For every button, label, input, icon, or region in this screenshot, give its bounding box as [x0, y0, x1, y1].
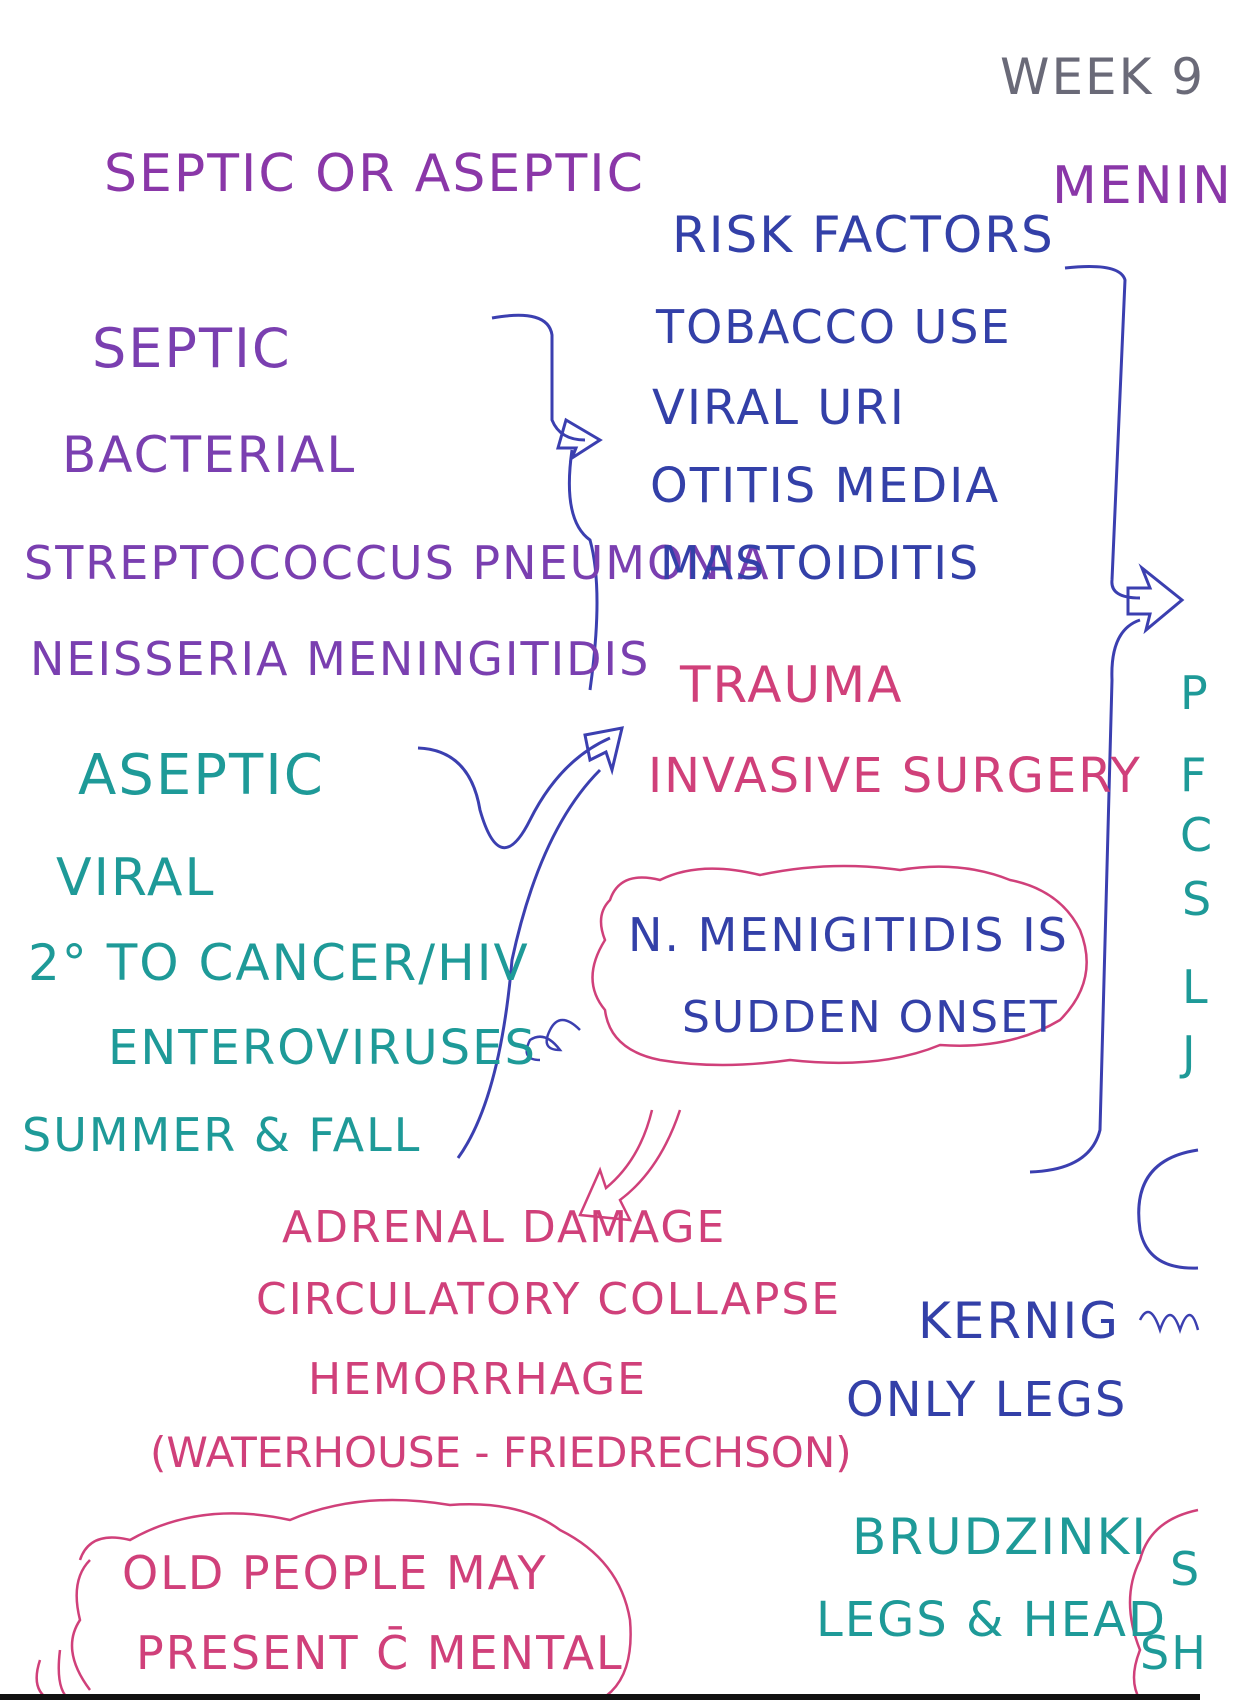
topic-title-partial: MENIN [1052, 156, 1233, 216]
cut-letter-6: J [1182, 1026, 1198, 1080]
aseptic-heading: ASEPTIC [78, 743, 325, 808]
septic-brace [567, 449, 599, 691]
right-cloud-edge [1137, 1148, 1199, 1270]
septic-bracket [491, 313, 586, 442]
bottom-border [0, 1694, 1200, 1700]
old-people-line-2: PRESENT C̄ MENTAL [136, 1626, 624, 1680]
right-bracket [1064, 265, 1141, 600]
kernig-squiggle [1138, 1310, 1200, 1334]
right-bracket-lower [1029, 618, 1141, 1174]
septic-arrow-head [556, 417, 603, 462]
ink-layer [35, 265, 1200, 1700]
complication-circulatory: CIRCULATORY COLLAPSE [256, 1274, 842, 1325]
risk-factors-title: RISK FACTORS [672, 206, 1055, 264]
old-people-cloud-tail [35, 1649, 71, 1700]
complication-adrenal: ADRENAL DAMAGE [282, 1202, 727, 1253]
cut-letter-5: L [1182, 960, 1210, 1014]
cloud-note-line-1: N. MENIGITIDIS IS [628, 908, 1069, 962]
cut-letter-4: S [1182, 872, 1214, 926]
cut-letter-2: F [1180, 748, 1209, 802]
cut-letter-1: P [1180, 666, 1210, 720]
cut-note-line-1: S [1170, 1542, 1202, 1596]
aseptic-item-enteroviruses: ENTEROVIRUSES [108, 1020, 537, 1076]
risk-item-mastoiditis: MASTOIDITIS [660, 536, 981, 590]
aseptic-curve [417, 736, 611, 850]
old-people-cloud [78, 1498, 632, 1700]
aseptic-arrow-head [583, 726, 624, 776]
complication-hemorrhage: HEMORRHAGE [308, 1354, 647, 1405]
aseptic-brace [456, 768, 602, 1159]
septic-item-streptococcus: STREPTOCOCCUS PNEUMONIA [24, 536, 771, 590]
complication-waterhouse: (WATERHOUSE - FRIEDRECHSON) [150, 1428, 852, 1477]
cut-note-line-2: SH [1140, 1626, 1208, 1680]
risk-item-trauma: TRAUMA [680, 656, 904, 714]
septic-item-neisseria: NEISSERIA MENINGITIDIS [30, 632, 651, 686]
right-arrow-head [1126, 563, 1185, 635]
aseptic-item-viral: VIRAL [56, 848, 216, 908]
risk-item-otitis: OTITIS MEDIA [650, 458, 1001, 514]
brudzinki-detail: LEGS & HEAD [816, 1592, 1167, 1648]
aseptic-item-cancer-hiv: 2° TO CANCER/HIV [28, 934, 530, 992]
old-people-cloud-left [70, 1559, 92, 1691]
septic-heading: SEPTIC [92, 317, 292, 380]
cloud-outline [591, 864, 1088, 1067]
kernig-title: KERNIG [918, 1292, 1121, 1350]
cloud-note-line-2: SUDDEN ONSET [682, 992, 1059, 1043]
risk-item-invasive-surgery: INVASIVE SURGERY [648, 748, 1142, 804]
aseptic-item-summer-fall: SUMMER & FALL [22, 1108, 422, 1162]
old-people-line-1: OLD PEOPLE MAY [122, 1546, 548, 1600]
complications-arrow [578, 1109, 682, 1222]
kernig-detail: ONLY LEGS [846, 1372, 1128, 1428]
risk-item-viral-uri: VIRAL URI [652, 380, 906, 436]
risk-item-tobacco: TOBACCO USE [656, 300, 1012, 354]
brudzinki-cloud-edge [1128, 1508, 1199, 1700]
cut-letter-3: C [1180, 808, 1215, 862]
septic-item-bacterial: BACTERIAL [62, 426, 357, 484]
week-label: WEEK 9 [1000, 48, 1206, 106]
brudzinki-title: BRUDZINKI [852, 1508, 1149, 1566]
left-title: SEPTIC OR ASEPTIC [104, 144, 645, 204]
cloud-tail [525, 1018, 581, 1062]
